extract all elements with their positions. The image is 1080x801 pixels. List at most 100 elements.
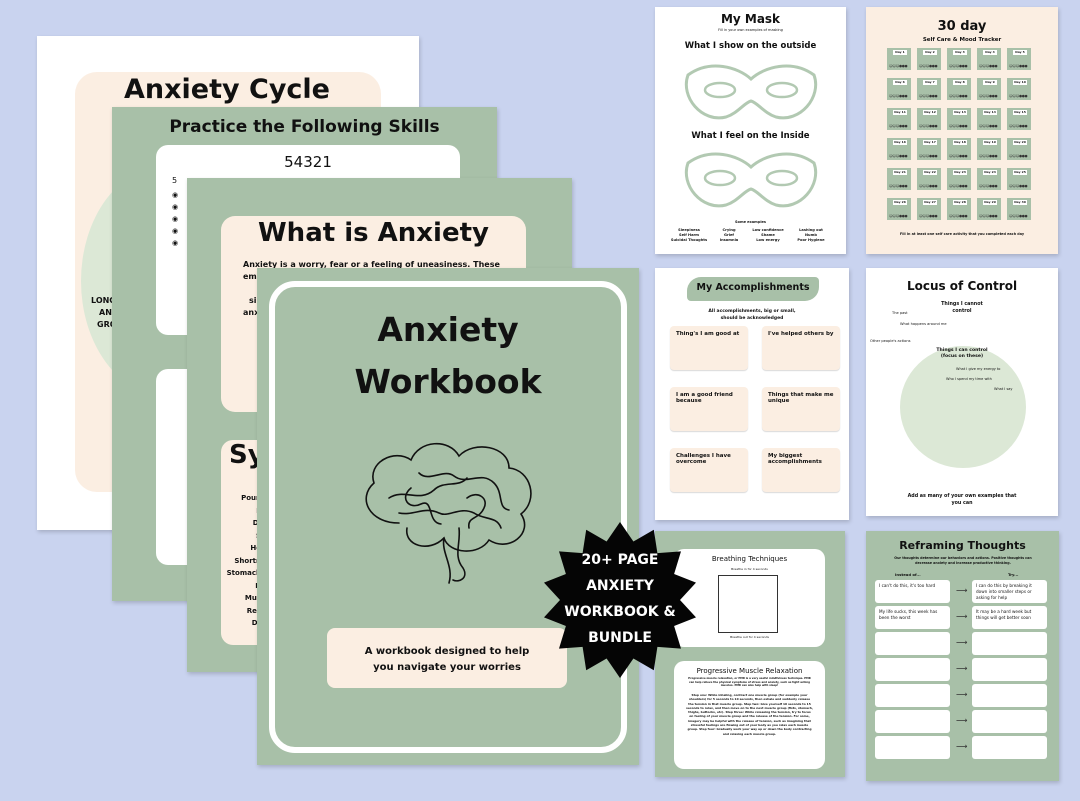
mask-example: Self Harm bbox=[678, 233, 700, 237]
tracker-day-label: Day 26 bbox=[893, 200, 907, 205]
mask-sub: Fill in your own examples of masking bbox=[718, 28, 783, 32]
mask-example: Shame bbox=[761, 233, 775, 237]
mood-faces-icon: ☺☺☺●●● bbox=[1009, 124, 1028, 128]
mask-example: Numb bbox=[805, 233, 817, 237]
accomplish-box-label: Challenges I have overcome bbox=[676, 453, 731, 465]
mask-outside-icon bbox=[684, 64, 818, 120]
accomplish-box-1[interactable]: Thing's I am good at bbox=[670, 326, 748, 370]
accomplish-box-3[interactable]: I am a good friend because bbox=[670, 387, 748, 431]
cover-subtitle-1: A workbook designed to help bbox=[364, 646, 530, 657]
accomplish-box-5[interactable]: Challenges I have overcome bbox=[670, 448, 748, 492]
tracker-day-label: Day 21 bbox=[893, 170, 907, 175]
tracker-day-cell[interactable]: Day 9☺☺☺●●● bbox=[976, 77, 1002, 101]
tracker-day-cell[interactable]: Day 25☺☺☺●●● bbox=[1006, 167, 1032, 191]
tracker-day-cell[interactable]: Day 18☺☺☺●●● bbox=[946, 137, 972, 161]
tracker-day-cell[interactable]: Day 14☺☺☺●●● bbox=[976, 107, 1002, 131]
tracker-day-cell[interactable]: Day 2☺☺☺●●● bbox=[916, 47, 942, 71]
tracker-day-label: Day 29 bbox=[983, 200, 997, 205]
tracker-day-cell[interactable]: Day 28☺☺☺●●● bbox=[946, 197, 972, 221]
accomplish-box-4[interactable]: Things that make me unique bbox=[762, 387, 840, 431]
reframe-try-box[interactable] bbox=[972, 658, 1047, 681]
mask-examples-col-4: Lashing out Numb Poor Hygiene bbox=[791, 228, 831, 243]
reframe-try-box[interactable]: It may be a hard week but things will ge… bbox=[972, 606, 1047, 629]
tracker-day-cell[interactable]: Day 3☺☺☺●●● bbox=[946, 47, 972, 71]
what-is-title: What is Anxiety bbox=[258, 218, 489, 248]
tracker-day-cell[interactable]: Day 23☺☺☺●●● bbox=[946, 167, 972, 191]
tracker-day-cell[interactable]: Day 6☺☺☺●●● bbox=[886, 77, 912, 101]
reframe-instead-box[interactable] bbox=[875, 684, 950, 707]
mood-faces-icon: ☺☺☺●●● bbox=[949, 94, 968, 98]
eye-icon: ◉◉◉◉◉ bbox=[172, 191, 179, 247]
tracker-day-label: Day 5 bbox=[1013, 50, 1027, 55]
badge-line-3: WORKBOOK & bbox=[564, 604, 676, 620]
badge-starburst bbox=[544, 522, 696, 678]
tracker-day-cell[interactable]: Day 20☺☺☺●●● bbox=[1006, 137, 1032, 161]
mood-faces-icon: ☺☺☺●●● bbox=[949, 124, 968, 128]
tracker-day-cell[interactable]: Day 10☺☺☺●●● bbox=[1006, 77, 1032, 101]
tracker-day-cell[interactable]: Day 29☺☺☺●●● bbox=[976, 197, 1002, 221]
tracker-day-cell[interactable]: Day 17☺☺☺●●● bbox=[916, 137, 942, 161]
reframe-try-box[interactable]: I can do this by breaking it down into s… bbox=[972, 580, 1047, 603]
reframe-instead-box[interactable] bbox=[875, 632, 950, 655]
accomplishments-title: My Accomplishments bbox=[696, 282, 810, 293]
what-is-line-3: si bbox=[249, 296, 257, 305]
breathing-square bbox=[718, 575, 778, 633]
tracker-day-cell[interactable]: Day 27☺☺☺●●● bbox=[916, 197, 942, 221]
cycle-word-1: LONG bbox=[91, 296, 116, 305]
tracker-day-label: Day 15 bbox=[1013, 110, 1027, 115]
reframe-try-box[interactable] bbox=[972, 684, 1047, 707]
locus-inner-circle bbox=[900, 346, 1026, 468]
reframe-instead-box[interactable] bbox=[875, 658, 950, 681]
reframing-col-right: Try... bbox=[1008, 572, 1019, 577]
tracker-day-cell[interactable]: Day 16☺☺☺●●● bbox=[886, 137, 912, 161]
mood-faces-icon: ☺☺☺●●● bbox=[1009, 64, 1028, 68]
tracker-day-cell[interactable]: Day 15 ☺☺☺●●● bbox=[1006, 107, 1032, 131]
arrow-right-icon: ⟶ bbox=[956, 612, 968, 621]
accomplish-box-label: Thing's I am good at bbox=[676, 331, 740, 337]
reframe-try-box[interactable] bbox=[972, 736, 1047, 759]
reframe-try-box[interactable] bbox=[972, 710, 1047, 733]
reframe-instead-box[interactable] bbox=[875, 736, 950, 759]
accomplish-box-2[interactable]: I've helped others by bbox=[762, 326, 840, 370]
tracker-day-cell[interactable]: Day 5 ☺☺☺●●● bbox=[1006, 47, 1032, 71]
tracker-day-cell[interactable]: Day 4☺☺☺●●● bbox=[976, 47, 1002, 71]
tracker-footer: Fill in at least one self care activity … bbox=[899, 232, 1025, 236]
anxiety-cycle-title: Anxiety Cycle bbox=[124, 74, 330, 105]
tracker-day-cell[interactable]: Day 24☺☺☺●●● bbox=[976, 167, 1002, 191]
tracker-day-cell[interactable]: Day 19☺☺☺●●● bbox=[976, 137, 1002, 161]
reframe-instead-box[interactable]: My life sucks, this week has been the wo… bbox=[875, 606, 950, 629]
accomplish-box-6[interactable]: My biggest accomplishments bbox=[762, 448, 840, 492]
cycle-word-2: AN bbox=[99, 308, 112, 317]
cover-page: Anxiety Workbook A workbook designed to … bbox=[257, 268, 639, 765]
tracker-day-cell[interactable]: Day 12☺☺☺●●● bbox=[916, 107, 942, 131]
symptom-6: Shortn bbox=[234, 556, 261, 565]
mask-example: Lashing out bbox=[799, 228, 823, 232]
tracker-day-cell[interactable]: Day 30☺☺☺●●● bbox=[1006, 197, 1032, 221]
tracker-day-label: Day 6 bbox=[893, 80, 907, 85]
tracker-day-cell[interactable]: Day 22☺☺☺●●● bbox=[916, 167, 942, 191]
tracker-title: 30 day bbox=[937, 19, 987, 34]
tracker-day-cell[interactable]: Day 1☺☺☺●●● bbox=[886, 47, 912, 71]
tracker-day-label: Day 16 bbox=[893, 140, 907, 145]
tracker-day-cell[interactable]: Day 21 ☺☺☺●●● bbox=[886, 167, 912, 191]
what-is-line-4: anx bbox=[243, 308, 260, 317]
tracker-day-cell[interactable]: Day 11☺☺☺●●● bbox=[886, 107, 912, 131]
mask-inside-icon bbox=[684, 152, 818, 208]
symptom-9: Mus bbox=[244, 594, 261, 602]
reframe-instead-box[interactable] bbox=[875, 710, 950, 733]
tracker-day-cell[interactable]: Day 8☺☺☺●●● bbox=[946, 77, 972, 101]
mood-faces-icon: ☺☺☺●●● bbox=[919, 214, 938, 218]
reframe-instead-box[interactable]: I can't do this, it's too hard bbox=[875, 580, 950, 603]
symptom-10: Res bbox=[246, 606, 261, 615]
what-is-line-2: emo bbox=[243, 272, 263, 281]
tracker-day-cell[interactable]: Day 13☺☺☺●●● bbox=[946, 107, 972, 131]
tracker-day-cell[interactable]: Day 7☺☺☺●●● bbox=[916, 77, 942, 101]
brain-icon bbox=[365, 442, 532, 584]
arrow-right-icon: ⟶ bbox=[956, 638, 968, 647]
pmr-title: Progressive Muscle Relaxation bbox=[696, 667, 803, 675]
reframe-instead-text: I can't do this, it's too hard bbox=[879, 583, 936, 588]
tracker-day-cell[interactable]: Day 26☺☺☺●●● bbox=[886, 197, 912, 221]
arrow-right-icon: ⟶ bbox=[956, 586, 968, 595]
reframe-try-box[interactable] bbox=[972, 632, 1047, 655]
mood-faces-icon: ☺☺☺●●● bbox=[889, 184, 908, 188]
